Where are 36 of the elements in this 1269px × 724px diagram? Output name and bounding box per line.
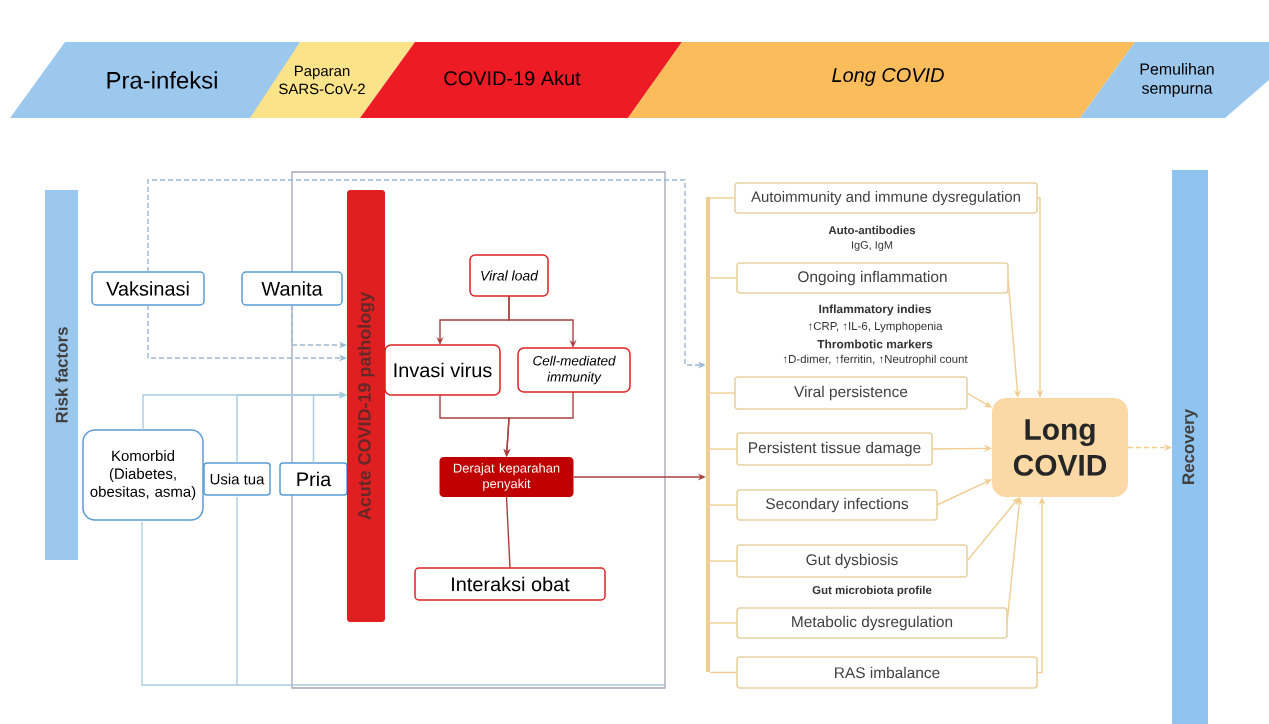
factor-box: Viral load — [469, 254, 549, 297]
severity-box: Derajat keparahan penyakit — [439, 457, 574, 497]
factor-box: Interaksi obat — [414, 567, 606, 601]
mechanism-box: Gut dysbiosis — [736, 544, 968, 578]
phase-band: Pemulihan sempurna — [1080, 42, 1269, 118]
phase-band: Paparan SARS-CoV-2 — [250, 42, 415, 118]
arrow — [966, 497, 1020, 562]
bus-bar — [706, 197, 710, 672]
phase-band: Long COVID — [628, 42, 1135, 118]
recovery-bar: Recovery — [1172, 170, 1208, 724]
mechanism-box: Ongoing inflammation — [736, 262, 1009, 294]
annotation-text: IgG, IgM — [852, 241, 893, 251]
factor-box: Vaksinasi — [91, 271, 205, 306]
factor-box: Cell-mediated immunity — [517, 347, 631, 393]
mechanism-box: Autoimmunity and immune dysregulation — [734, 182, 1038, 214]
factor-box: Usia tua — [203, 462, 271, 496]
risk-factors-bar: Risk factors — [45, 190, 78, 560]
factor-box: Pria — [279, 462, 348, 496]
factor-box: Invasi virus — [384, 344, 501, 396]
outcome-box: Long COVID — [992, 398, 1128, 497]
arrow — [966, 392, 992, 408]
annotation-text: ↑CRP, ↑IL-6, Lymphopenia — [809, 321, 943, 333]
mechanism-box: RAS imbalance — [736, 656, 1038, 689]
arrow — [936, 479, 992, 506]
mechanism-box: Secondary infections — [736, 489, 938, 521]
factor-box: Komorbid (Diabetes, obesitas, asma) — [82, 429, 204, 521]
pathology-bar: Acute COVID-19 pathology — [347, 190, 385, 622]
mechanism-box: Metabolic dysregulation — [736, 607, 1008, 639]
annotation-text: Inflammatory indies — [819, 304, 931, 316]
annotation-text: Auto-antibodies — [828, 225, 916, 235]
mechanism-box: Viral persistence — [734, 376, 968, 410]
mechanism-box: Persistent tissue damage — [736, 432, 933, 466]
annotation-text: Gut microbiota profile — [812, 585, 932, 597]
annotation-text: Thrombotic markers — [817, 339, 933, 349]
annotation-text: ↑D-dimer, ↑ferritin, ↑Neutrophil count — [783, 354, 968, 366]
factor-box: Wanita — [241, 271, 343, 306]
